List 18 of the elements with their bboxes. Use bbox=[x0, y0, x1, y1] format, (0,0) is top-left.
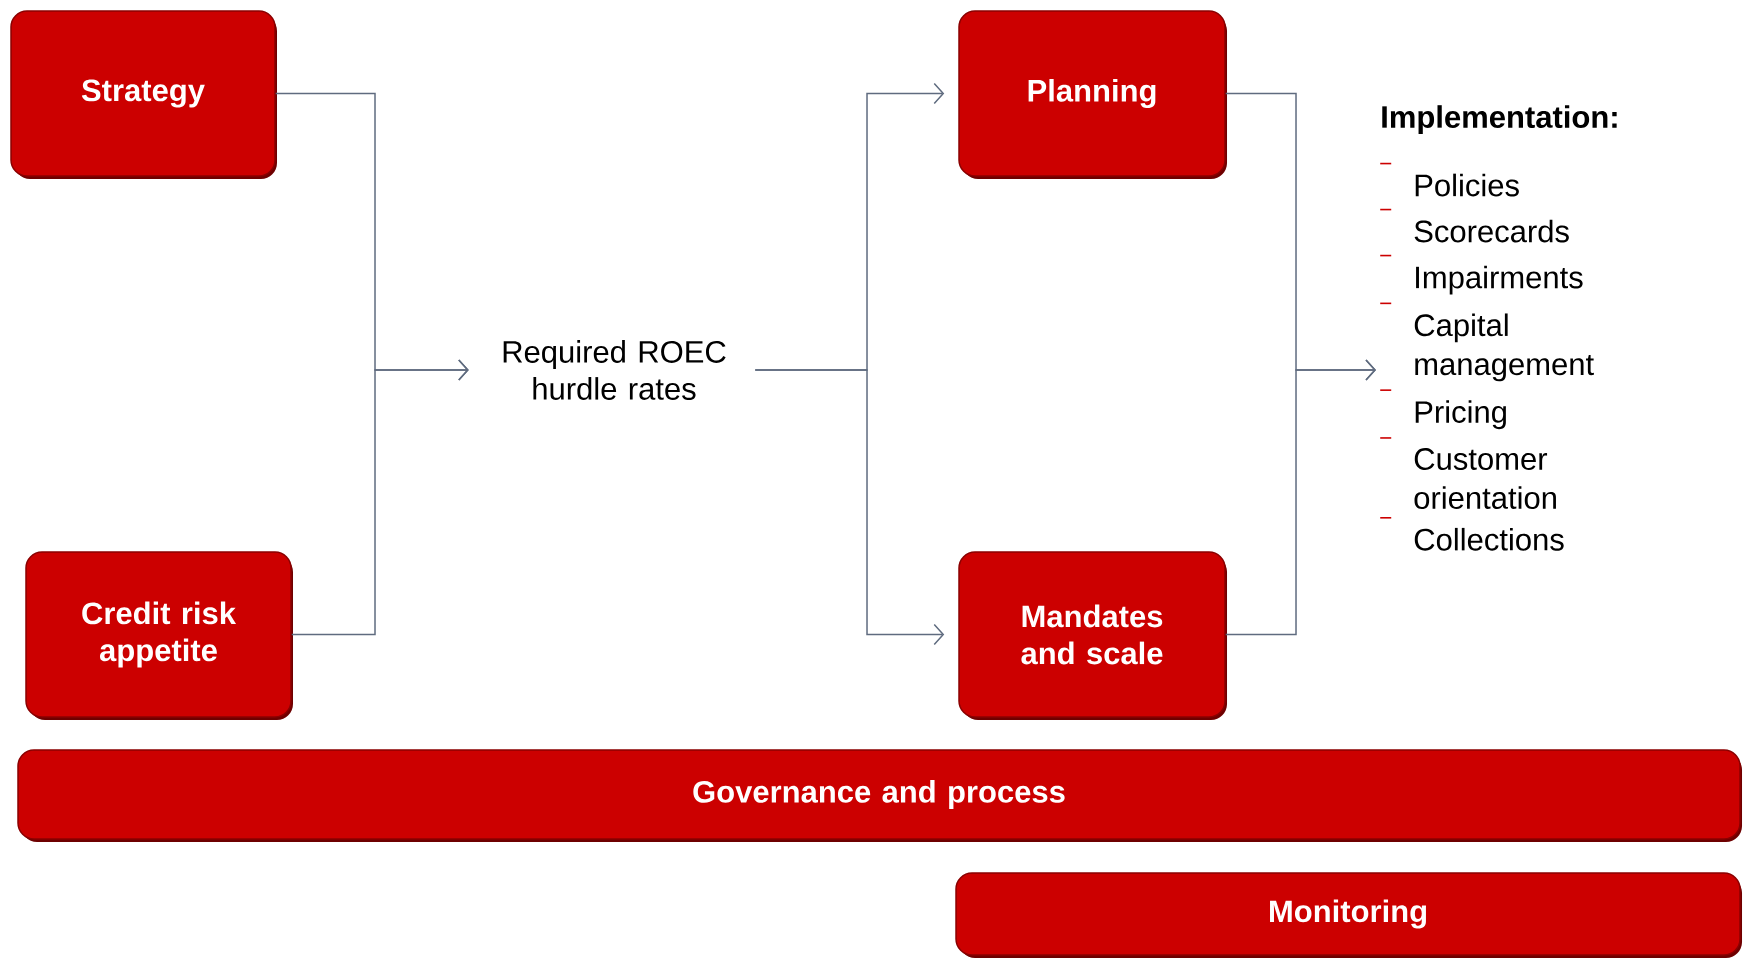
list-item: Policies bbox=[1415, 173, 1519, 197]
process-box: Credit risk appetite bbox=[25, 551, 293, 720]
banner-bar: Monitoring bbox=[955, 872, 1742, 958]
list-item: Impairments bbox=[1416, 265, 1583, 295]
list-item: Capital management bbox=[1414, 313, 1594, 382]
arrow bbox=[291, 359, 469, 636]
process-box: Mandates and scale bbox=[958, 551, 1227, 720]
list-item: Scorecards bbox=[1414, 219, 1569, 243]
process-box: Planning bbox=[958, 10, 1227, 179]
flow-label: Required ROEC hurdle rates bbox=[503, 340, 726, 400]
arrow bbox=[754, 369, 945, 646]
list-item: Pricing bbox=[1415, 400, 1506, 430]
list-item: Collections bbox=[1414, 527, 1564, 551]
arrow bbox=[1225, 359, 1376, 636]
banner-bar: Governance and process bbox=[17, 749, 1742, 842]
list-heading: Implementation: bbox=[1382, 105, 1617, 135]
process-box: Strategy bbox=[10, 10, 277, 179]
list-item: Customer orientation bbox=[1414, 448, 1556, 509]
